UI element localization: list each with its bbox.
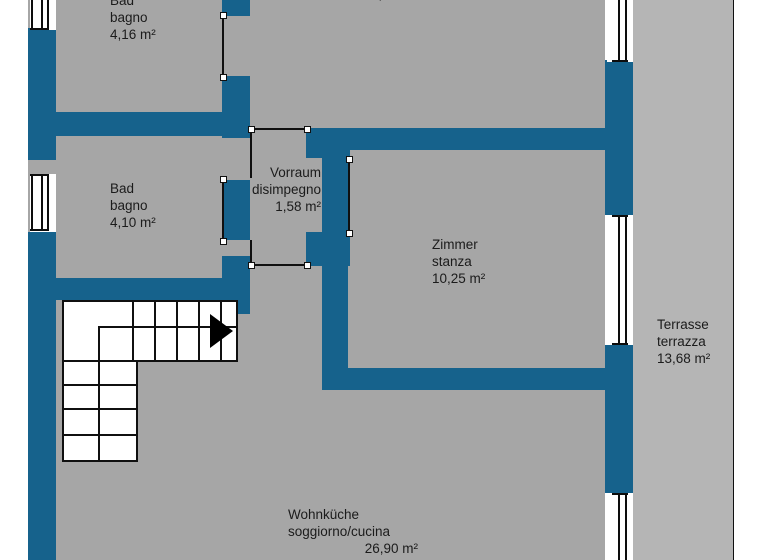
room-name-de: Bad — [110, 0, 135, 8]
room-name-de: Zimmer — [432, 237, 478, 252]
stair-tread — [198, 302, 200, 360]
zimmer-wall-bottom — [322, 368, 633, 390]
zimmer-wall-left — [322, 128, 348, 390]
window-right-upper-frame-a — [618, 0, 620, 62]
door-jamb-marker — [304, 262, 311, 269]
interior-wall-spine-lower — [222, 180, 250, 240]
window-right-lower — [607, 493, 633, 560]
staircase[interactable] — [62, 300, 238, 462]
room-area: 26,90 m² — [364, 541, 418, 556]
room-label-wohnkueche: Wohnküche soggiorno/cucina 26,90 m² — [288, 506, 418, 557]
terrace-floor-fill-2 — [621, 0, 733, 560]
partition-line-upper-bath — [222, 14, 224, 78]
door-jamb-marker — [220, 238, 227, 245]
window-right-middle-frame-a — [618, 216, 620, 344]
door-jamb-marker — [220, 12, 227, 19]
room-name-de: Bad — [110, 181, 135, 196]
partition-line-vorraum-far-left-b — [250, 240, 252, 266]
vorraum-wall-top-return — [306, 128, 326, 150]
room-label-bad-lower: Bad bagno 4,10 m² — [110, 180, 156, 231]
window-left-lower-frame-c — [47, 175, 49, 231]
room-area: 13,68 m² — [657, 351, 711, 366]
room-name-de: Terrasse — [657, 317, 709, 332]
stair-tread — [64, 384, 136, 386]
window-left-lower-sill — [30, 229, 49, 231]
window-right-middle-sill — [612, 343, 628, 345]
partition-line-vorraum-bottom — [250, 264, 310, 266]
stair-corner-line — [98, 326, 238, 328]
window-right-upper-frame-b — [625, 0, 627, 62]
stair-tread — [64, 408, 136, 410]
window-right-lower-frame-b — [625, 494, 627, 560]
room-name-de: Vorraum — [269, 165, 321, 180]
window-right-upper — [607, 0, 633, 62]
stair-tread — [64, 434, 136, 436]
room-name-it: bagno — [110, 198, 148, 213]
window-right-middle — [607, 215, 633, 345]
room-area: 10,25 m² — [432, 271, 486, 286]
stair-run-lower — [62, 360, 138, 462]
window-right-middle-frame-b — [625, 216, 627, 344]
window-left-lower — [30, 174, 56, 232]
room-name-it: disimpegno — [251, 182, 321, 197]
room-area: 16,32 m² — [330, 0, 450, 3]
stair-tread — [98, 360, 100, 460]
stair-tread — [176, 302, 178, 360]
room-name-it: soggiorno/cucina — [288, 524, 391, 539]
room-area: 1,58 m² — [275, 199, 321, 214]
room-label-top-cropped: 16,32 m² — [330, 0, 450, 3]
room-name-it: terrazza — [657, 334, 706, 349]
room-name-it: bagno — [110, 10, 148, 25]
window-left-lower-head — [30, 174, 49, 176]
room-label-bad-upper: Bad bagno 4,16 m² — [110, 0, 156, 43]
partition-line-vorraum-far-left — [250, 130, 252, 178]
up-direction-arrow-icon — [210, 314, 233, 348]
room-name-de: Wohnküche — [288, 507, 360, 522]
stair-tread — [132, 302, 134, 360]
window-left-lower-frame-b — [41, 175, 43, 231]
door-jamb-marker — [304, 126, 311, 133]
door-jamb-marker — [346, 230, 353, 237]
window-left-upper-frame-c — [47, 0, 49, 30]
window-right-lower-head — [612, 493, 628, 495]
interior-wall-between-baths — [28, 112, 250, 136]
room-area: 4,10 m² — [110, 215, 156, 230]
partition-line-vorraum-left — [222, 178, 224, 240]
stair-run-upper — [62, 300, 238, 362]
window-right-middle-head — [612, 215, 628, 217]
window-left-upper-sill — [30, 28, 49, 30]
zimmer-wall-top — [322, 128, 633, 150]
door-jamb-marker — [346, 156, 353, 163]
exterior-wall-left-a — [28, 28, 56, 160]
interior-wall-below-lower-bath — [28, 278, 250, 300]
room-label-terrasse: Terrasse terrazza 13,68 m² — [657, 316, 710, 367]
stair-corner-line-v — [98, 326, 100, 362]
room-name-it: stanza — [432, 254, 472, 269]
window-left-upper — [30, 0, 56, 30]
window-right-upper-sill — [612, 60, 628, 62]
room-area: 4,16 m² — [110, 27, 156, 42]
door-jamb-marker — [220, 74, 227, 81]
stair-tread — [154, 302, 156, 360]
room-label-vorraum: Vorraum disimpegno 1,58 m² — [241, 164, 321, 215]
partition-line-vorraum-top — [250, 128, 310, 130]
door-jamb-marker — [248, 126, 255, 133]
room-label-zimmer: Zimmer stanza 10,25 m² — [432, 236, 485, 287]
terrace-outer-edge — [732, 0, 734, 560]
door-jamb-marker — [248, 262, 255, 269]
window-right-lower-frame-a — [618, 494, 620, 560]
window-left-lower-frame-a — [31, 175, 33, 231]
partition-line-vorraum-right — [348, 158, 350, 234]
interior-wall-spine-upper — [222, 0, 250, 16]
window-left-upper-frame-a — [31, 0, 33, 30]
door-jamb-marker — [220, 176, 227, 183]
window-left-upper-frame-b — [41, 0, 43, 30]
